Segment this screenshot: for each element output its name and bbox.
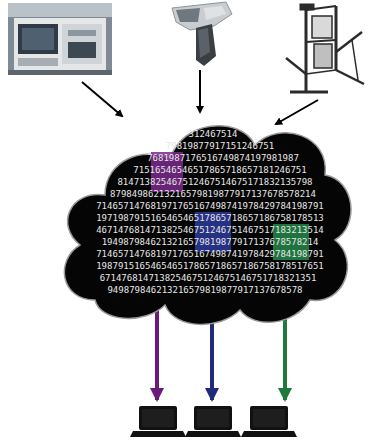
benchtop-instrument <box>8 3 112 75</box>
laptop-icons <box>130 406 297 437</box>
handheld-analyser <box>172 2 232 66</box>
data-digits: 87984986213216579819877917137678578214 <box>110 189 316 200</box>
data-digits: 7681987176516749874197981987 <box>147 153 299 164</box>
data-digits: 4671476814713825467512467514675171832135… <box>96 225 324 236</box>
data-digits: 814713825467512467514675171832135798 <box>117 177 312 188</box>
data-digits: 1987915165465465178657186571867581785176… <box>96 261 324 272</box>
data-digits: 7146571476819717651674987419784297841987… <box>96 249 324 260</box>
data-digits: 1949879846213216579819877917137678578214 <box>102 237 319 248</box>
data-digits: 7146571476819717651674987419784297841987… <box>96 201 324 212</box>
data-cloud: 3124675147981987791715124675176819871765… <box>55 100 355 330</box>
data-digits: 1971987915165465465178657186571867581785… <box>96 213 324 224</box>
data-digits: 949879846213216579819877917137678578 <box>107 285 302 296</box>
data-digits: 6714768147138254675124675146751718321351 <box>100 273 317 284</box>
data-digits: 79819877917151246751 <box>166 141 274 152</box>
frame-apparatus <box>286 4 364 92</box>
data-digits: 71516546546517865718657181246751 <box>133 165 306 176</box>
data-digits: 312467514 <box>189 129 238 140</box>
input-arrows <box>82 70 318 124</box>
